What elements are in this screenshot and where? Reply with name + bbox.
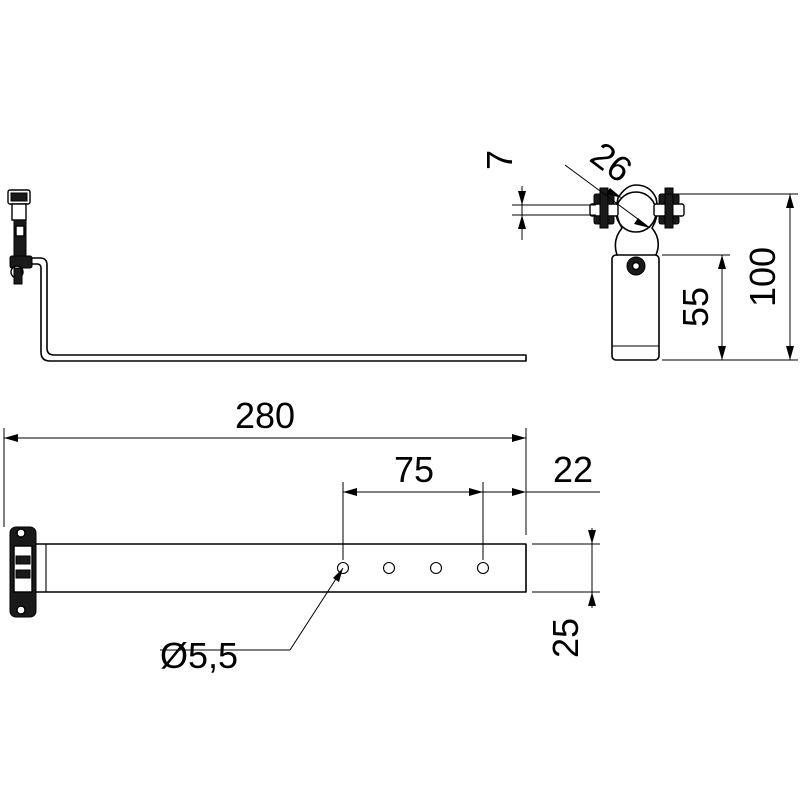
dim-hole-spacing-label: 75: [394, 449, 434, 490]
front-view-bolts: [593, 187, 680, 229]
dim-end-offset: 22: [483, 449, 600, 496]
front-view-collar: [614, 184, 660, 256]
dim-hole-diameter: Ø5,5: [160, 567, 344, 676]
top-view-clamp: [9, 526, 37, 618]
dim-strap-width-label: 25: [545, 618, 586, 658]
dim-total-length-label: 280: [235, 395, 295, 436]
top-view-strap: [29, 543, 527, 593]
dim-clamp-thickness: 7: [479, 150, 596, 240]
dim-overall-height: 100: [662, 193, 798, 361]
dim-hole-spacing: 75: [342, 449, 484, 560]
dim-overall-height-label: 100: [742, 247, 783, 307]
top-view-hole: [476, 561, 490, 575]
dim-total-length: 280: [3, 395, 527, 535]
front-view: [589, 184, 685, 361]
dim-pipe-center-height: 55: [662, 254, 730, 360]
dim-pipe-center-height-label: 55: [675, 287, 716, 327]
top-view: [9, 526, 527, 618]
top-view-hole: [429, 561, 443, 575]
dim-strap-width: 25: [532, 528, 600, 658]
dim-end-offset-label: 22: [553, 449, 593, 490]
side-view: [7, 189, 527, 362]
dim-clamp-thickness-label: 7: [479, 150, 520, 170]
top-view-hole: [336, 561, 350, 575]
dim-hole-diameter-label: Ø5,5: [160, 635, 238, 676]
top-view-hole: [382, 561, 396, 575]
side-view-clamp: [7, 189, 33, 285]
front-view-strap: [611, 254, 660, 361]
side-view-strap: [21, 257, 527, 362]
dim-pipe-diameter-label: 26: [583, 134, 640, 191]
